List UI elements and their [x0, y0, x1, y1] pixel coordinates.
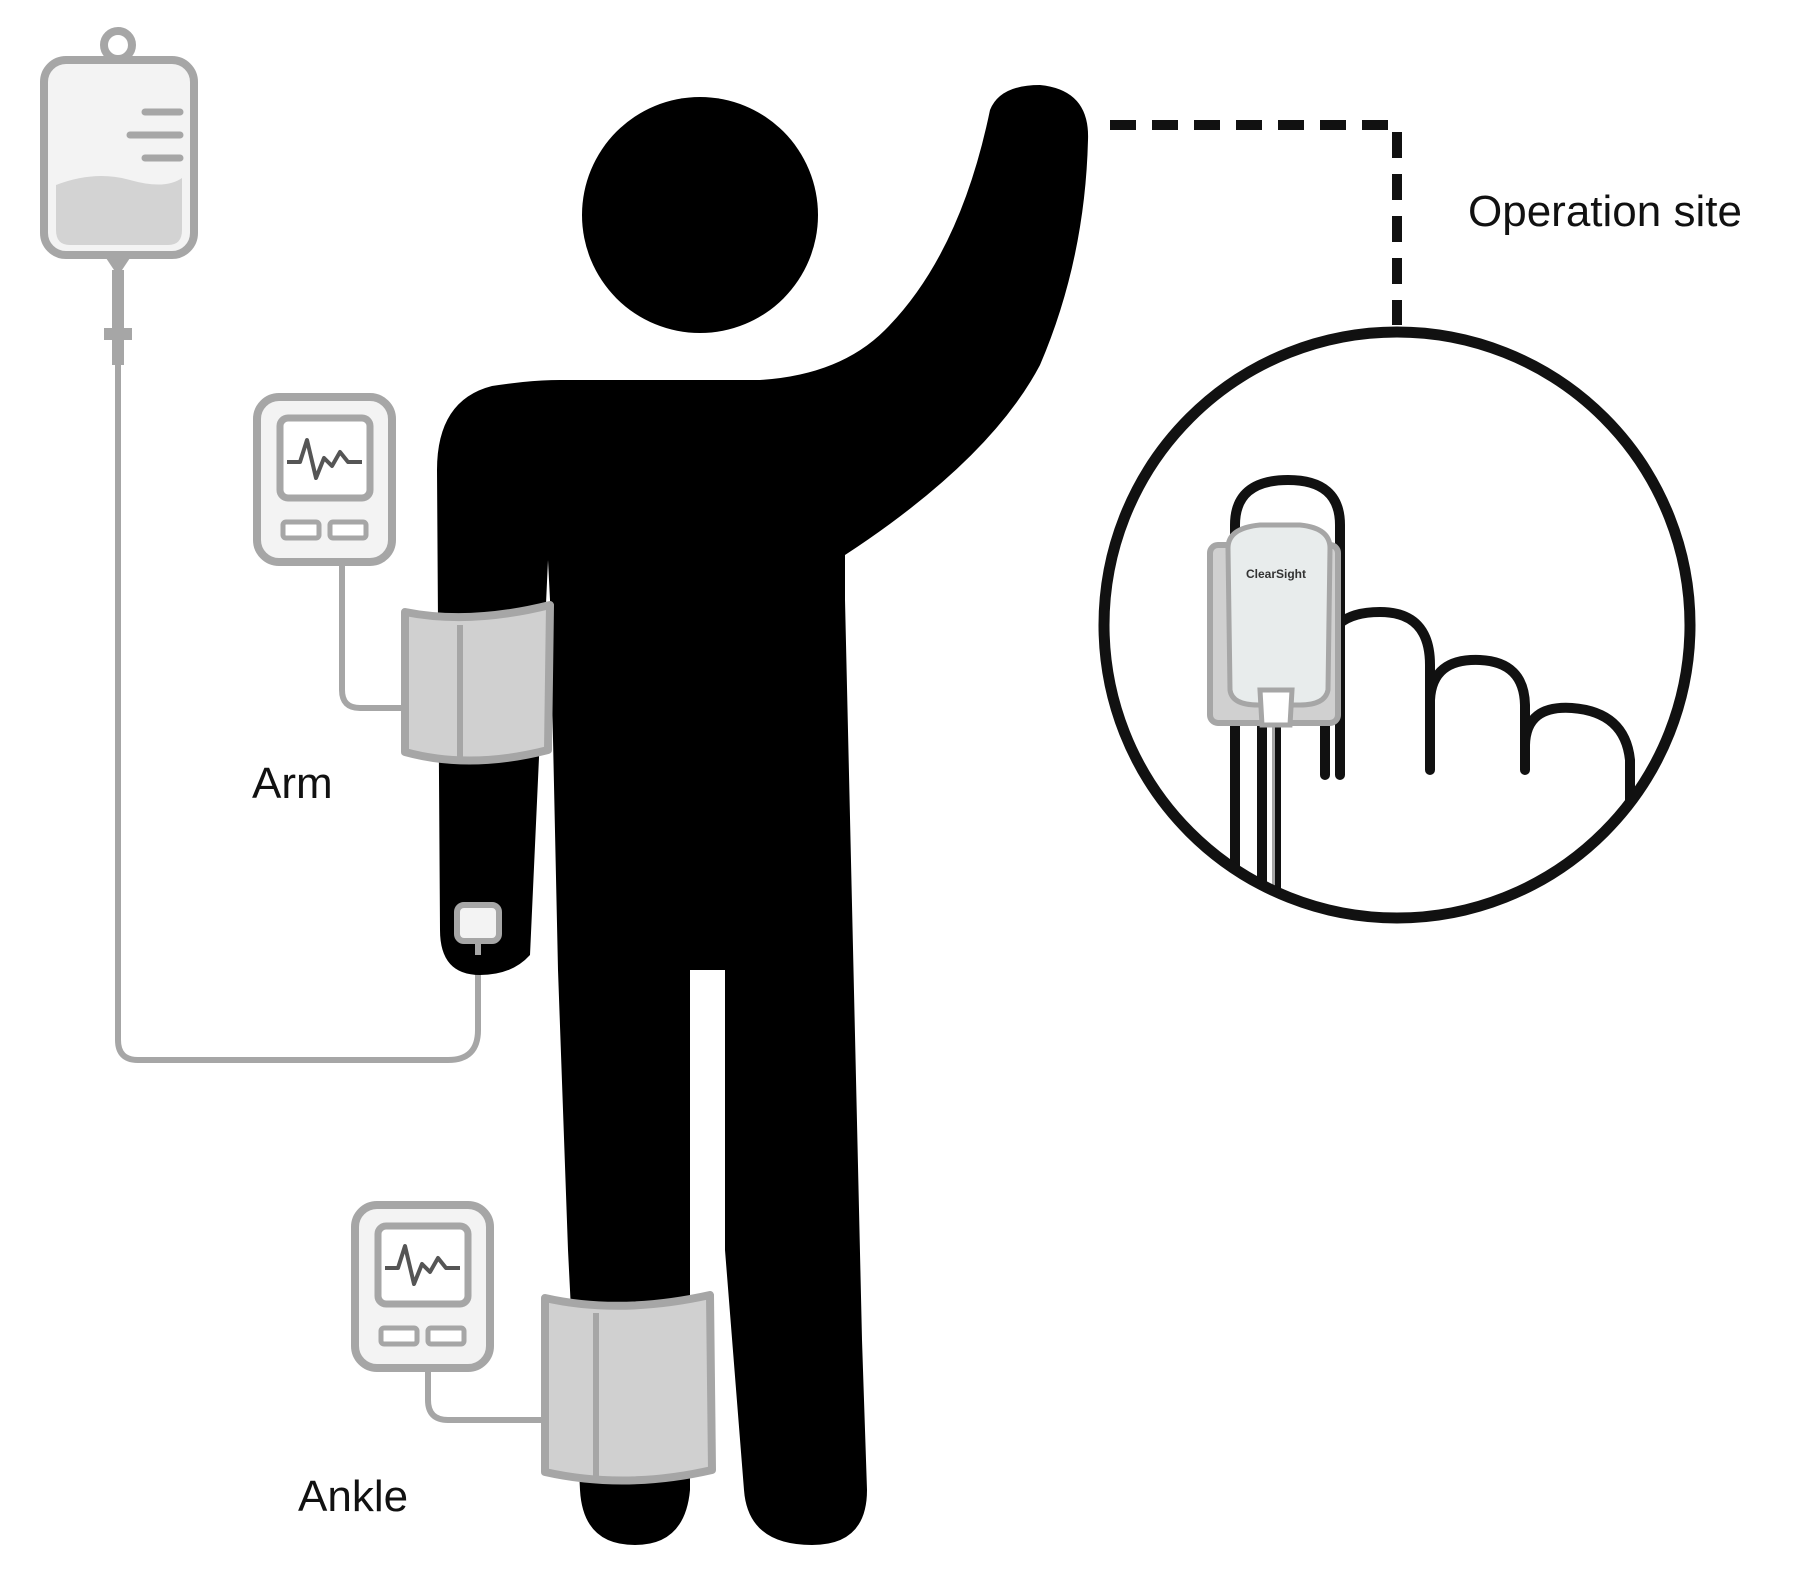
iv-catheter-icon [454, 902, 502, 955]
finger-cuff-sensor-icon: ClearSight [1207, 522, 1341, 728]
arm-monitor-cable [339, 555, 405, 711]
zoom-inset: ClearSight [1098, 326, 1696, 924]
iv-bag-icon [40, 27, 198, 365]
patient-head [582, 97, 818, 333]
arm-cuff-icon [401, 601, 554, 765]
ankle-label: Ankle [298, 1472, 409, 1521]
ankle-bp-monitor-icon [351, 1201, 494, 1372]
arm-label: Arm [252, 759, 333, 808]
operation-site-connector [1110, 120, 1402, 325]
iv-tubing [115, 365, 481, 1063]
hand-outline [1230, 474, 1345, 913]
arm-bp-monitor-icon [253, 393, 396, 566]
patient-figure [437, 85, 1089, 1545]
device-brand-label: ClearSight [1246, 567, 1306, 581]
patient-body [437, 85, 1089, 1545]
operation-site-label: Operation site [1468, 187, 1742, 236]
ankle-cuff-icon [541, 1291, 716, 1485]
ankle-monitor-cable [425, 1360, 545, 1423]
